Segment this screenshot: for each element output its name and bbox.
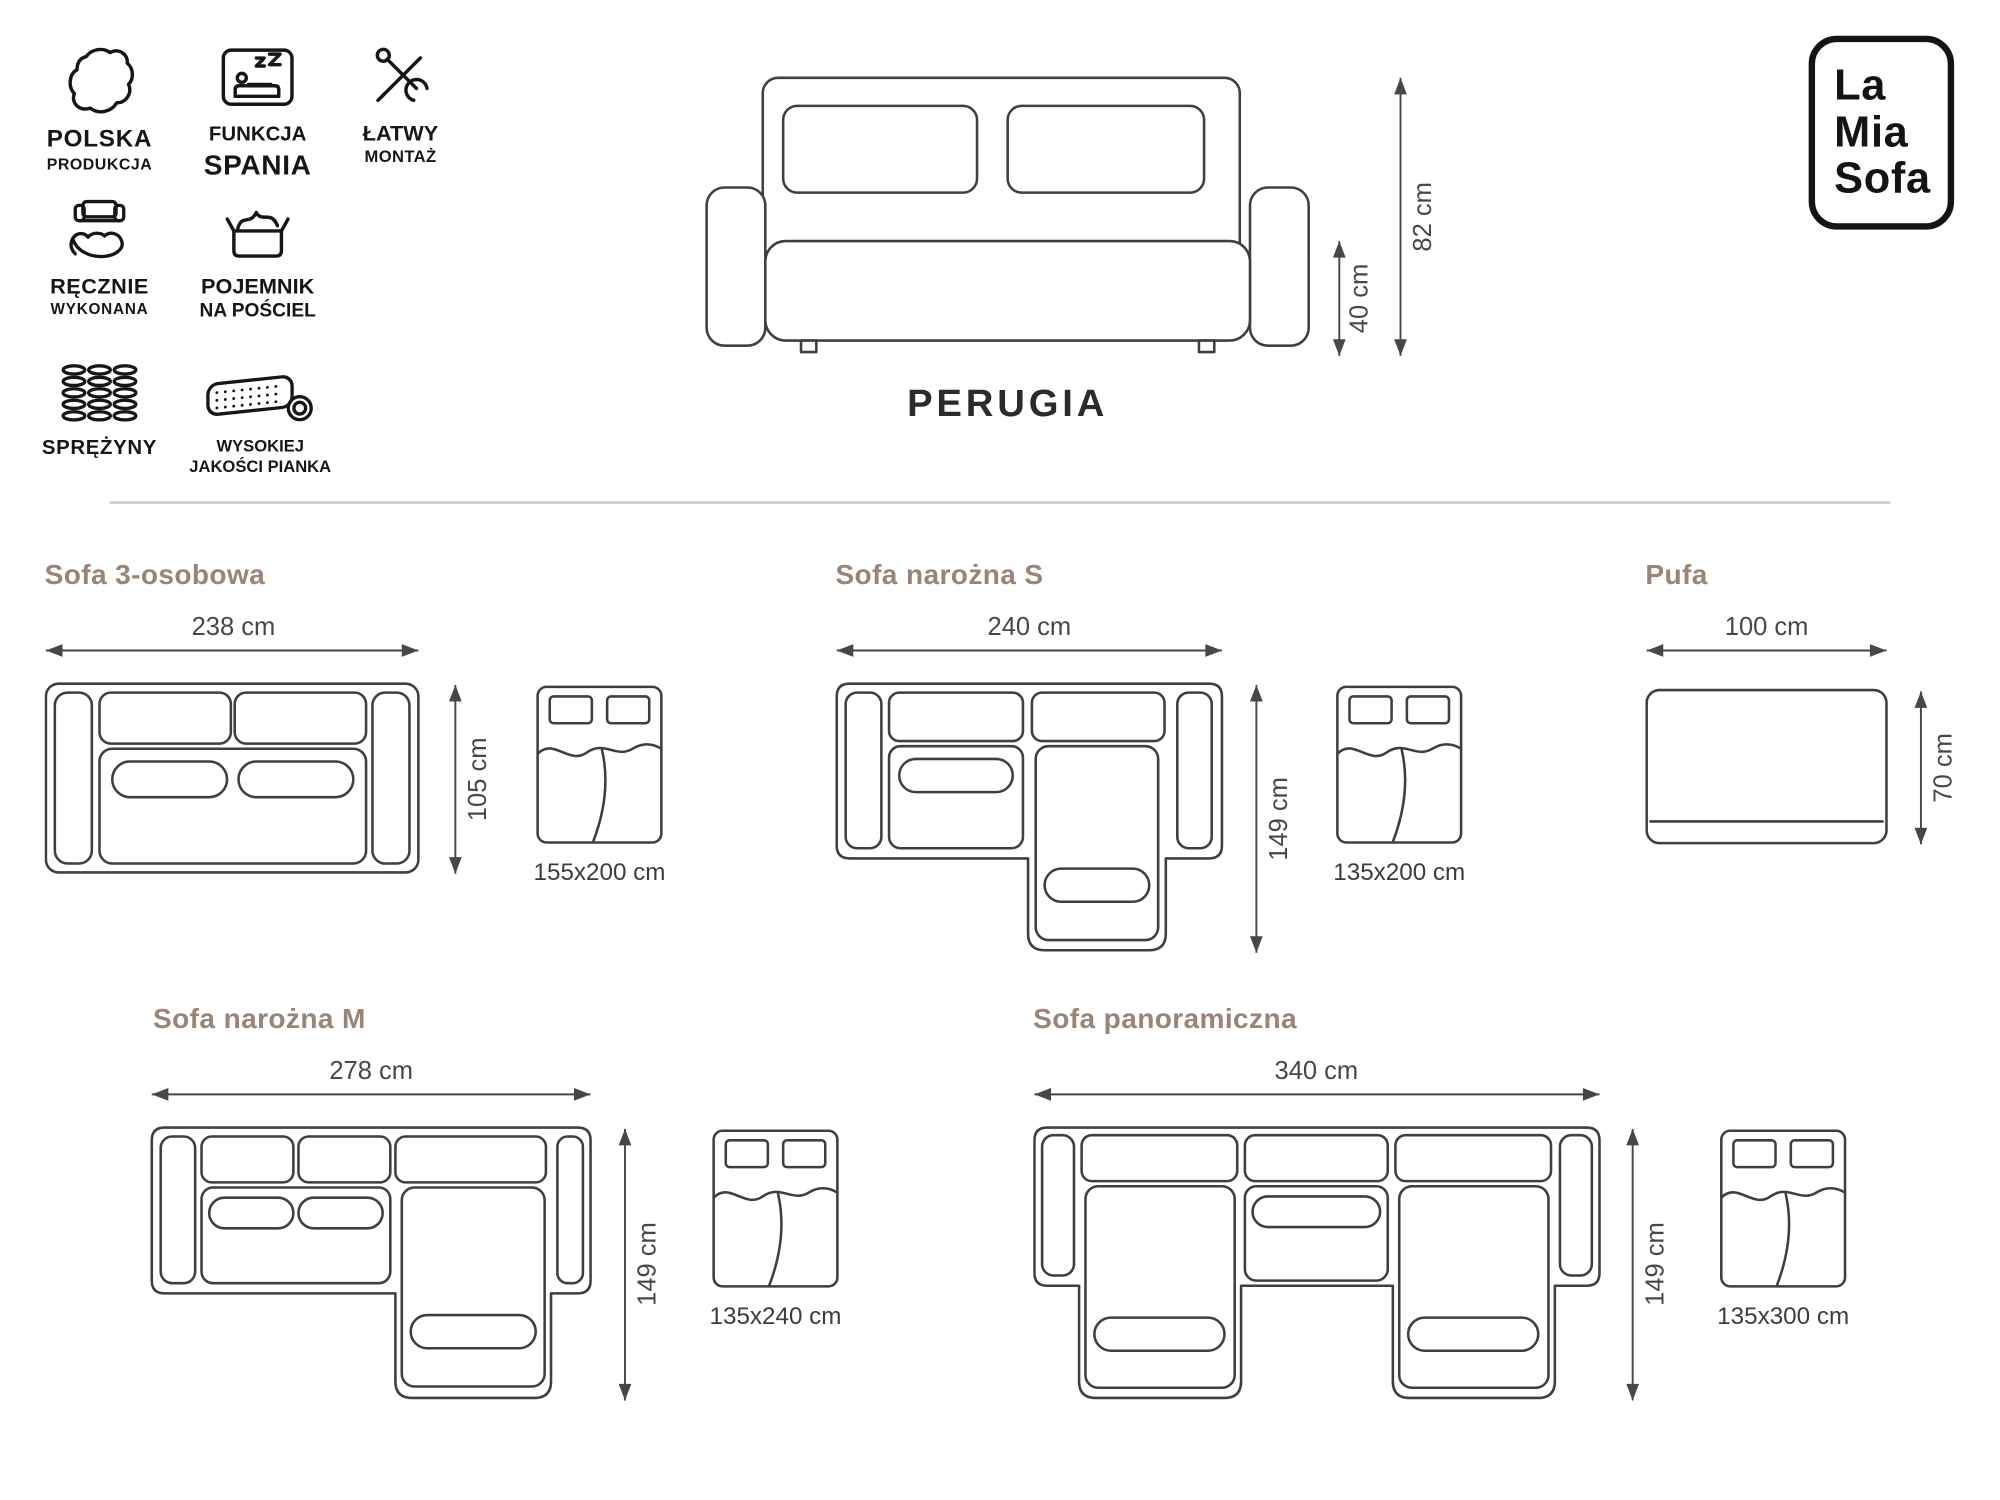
feature-label: POJEMNIK	[201, 274, 315, 299]
feature-sublabel: WYKONANA	[50, 300, 149, 318]
feature-sublabel: NA POŚCIEL	[199, 300, 316, 322]
feature-sublabel: MONTAŻ	[364, 147, 437, 167]
brand-line-3: Sofa	[1834, 154, 1931, 204]
sofa-top-view-drawing	[44, 682, 420, 874]
variant-title-sofa-panoramiczna: Sofa panoramiczna	[1033, 1002, 1297, 1035]
brand-line-2: Mia	[1834, 107, 1909, 157]
bed-size-icon	[1720, 1129, 1847, 1288]
width-label: 238 cm	[192, 613, 276, 641]
feature-pojemnik-na-posciel: POJEMNIK NA POŚCIEL	[186, 191, 329, 324]
total-height-dimension: 82 cm	[1394, 77, 1437, 356]
depth-dimension: 70 cm	[1914, 691, 1958, 845]
variant-title-sofa-3-osobowa: Sofa 3-osobowa	[44, 558, 266, 591]
feature-latwy-montaz: ŁATWY MONTAŻ	[339, 43, 461, 167]
tools-icon	[375, 47, 429, 103]
product-title: PERUGIA	[907, 382, 1109, 425]
foam-quality-icon	[206, 375, 313, 422]
bed-size-icon	[536, 685, 663, 844]
depth-dimension: 149 cm	[1626, 1128, 1669, 1401]
depth-dimension: 105 cm	[448, 684, 492, 874]
pufa-drawing	[1645, 688, 1888, 845]
feature-sublabel: JAKOŚCI PIANKA	[189, 456, 332, 477]
bedding-storage-icon	[225, 210, 290, 258]
feature-label: ŁATWY	[362, 121, 439, 146]
bed-size-icon	[1336, 685, 1463, 844]
width-dimension: 238 cm	[45, 613, 419, 657]
bed-size-label: 135x240 cm	[710, 1303, 842, 1330]
variant-sofa-narozna-m: 278 cm 149 cm 135x240 cm	[150, 1057, 842, 1401]
width-label: 100 cm	[1725, 613, 1809, 641]
width-dimension: 278 cm	[151, 1057, 591, 1101]
bed-size-icon	[712, 1129, 839, 1288]
depth-label: 70 cm	[1930, 733, 1958, 802]
width-dimension: 100 cm	[1646, 613, 1887, 657]
variant-sofa-3-osobowa: 238 cm 105 cm 155x200 cm	[44, 613, 666, 886]
sofa-front-view: 40 cm 82 cm	[705, 76, 1437, 356]
sofa-front-view-drawing	[705, 76, 1310, 354]
depth-label: 149 cm	[634, 1222, 662, 1306]
sofa-top-view-drawing	[1033, 1126, 1601, 1400]
width-dimension: 240 cm	[836, 613, 1222, 657]
springs-icon	[61, 364, 138, 422]
sofa-top-view-drawing	[150, 1126, 592, 1400]
seat-height-dimension: 40 cm	[1332, 241, 1373, 356]
brand-line-1: La	[1834, 61, 1887, 110]
feature-sprezyny: SPRĘŻYNY	[28, 360, 171, 462]
sleep-function-icon	[221, 48, 294, 106]
feature-sublabel: PRODUKCJA	[46, 155, 153, 174]
feature-recznie-wykonana: RĘCZNIE WYKONANA	[23, 194, 176, 319]
feature-label: POLSKA	[46, 126, 153, 154]
feature-label: SPRĘŻYNY	[41, 437, 158, 460]
depth-label: 149 cm	[1265, 777, 1293, 861]
variant-sofa-panoramiczna: 340 cm 149 cm 135x300 cm	[1033, 1057, 1849, 1401]
variant-title-sofa-narozna-s: Sofa narożna S	[835, 558, 1044, 591]
variant-title-sofa-narozna-m: Sofa narożna M	[153, 1002, 366, 1035]
variant-pufa: 100 cm 70 cm	[1645, 613, 1958, 845]
width-label: 340 cm	[1275, 1057, 1359, 1085]
bed-size-label: 135x200 cm	[1333, 859, 1465, 886]
depth-label: 105 cm	[464, 738, 492, 822]
handmade-icon	[69, 199, 126, 259]
width-dimension: 340 cm	[1034, 1057, 1600, 1101]
sofa-top-view-drawing	[835, 682, 1224, 952]
variant-sofa-narozna-s: 240 cm 149 cm 135x200 cm	[835, 613, 1465, 953]
depth-dimension: 149 cm	[1249, 684, 1293, 953]
width-label: 278 cm	[329, 1057, 413, 1085]
feature-label: WYSOKIEJ	[216, 436, 304, 456]
bed-size-label: 155x200 cm	[534, 859, 666, 886]
section-divider	[109, 501, 1891, 504]
depth-label: 149 cm	[1641, 1222, 1669, 1306]
variant-title-pufa: Pufa	[1645, 558, 1708, 591]
bed-size-label: 135x300 cm	[1717, 1303, 1849, 1330]
brand-logo: La Mia Sofa	[1808, 35, 1955, 230]
feature-label: FUNKCJA	[208, 123, 307, 146]
feature-funkcja-spania: FUNKCJA SPANIA	[186, 38, 329, 183]
feature-label: RĘCZNIE	[50, 274, 149, 299]
width-label: 240 cm	[988, 613, 1072, 641]
feature-wysokiej-jakosci-pianka: WYSOKIEJ JAKOŚCI PIANKA	[176, 362, 344, 477]
poland-map-icon	[68, 47, 135, 114]
feature-sublabel: SPANIA	[203, 149, 312, 182]
feature-polska-produkcja: POLSKA PRODUKCJA	[23, 43, 176, 175]
seat-height-label: 40 cm	[1345, 264, 1373, 333]
total-height-label: 82 cm	[1409, 182, 1437, 251]
depth-dimension: 149 cm	[618, 1128, 662, 1401]
